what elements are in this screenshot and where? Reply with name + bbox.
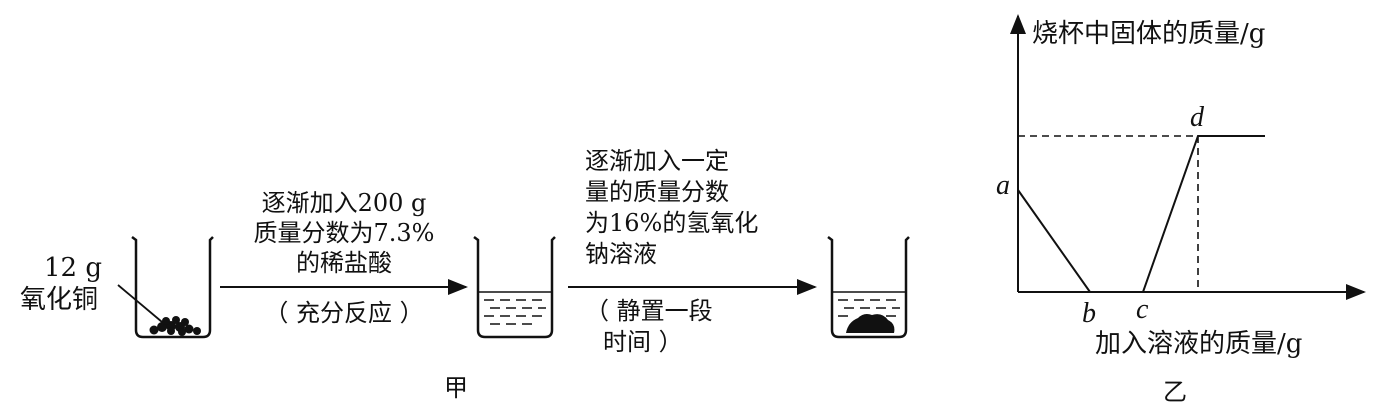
step2-note-line-2: 时间 ） — [603, 328, 683, 356]
beaker-2 — [473, 236, 556, 339]
precipitate — [846, 314, 895, 333]
step1-line-2: 质量分数为7.3% — [253, 219, 435, 247]
solid-mass-curve — [1017, 135, 1265, 293]
point-a-label: a — [996, 170, 1010, 201]
step2-line-1: 逐渐加入一定 — [585, 147, 729, 175]
step2-line-4: 钠溶液 — [585, 240, 657, 268]
step1-description: 逐渐加入200 g 质量分数为7.3% 的稀盐酸 — [228, 188, 460, 278]
x-axis-label: 加入溶液的质量/g — [1095, 329, 1303, 359]
step2-note: （ 静置一段 时间 ） — [585, 296, 785, 358]
point-c-label: c — [1136, 294, 1149, 325]
y-axis-label: 烧杯中固体的质量/g — [1032, 19, 1266, 49]
step2-line-3: 为16%的氢氧化 — [585, 209, 759, 237]
step1-note: （ 充分反应 ） — [264, 299, 424, 327]
sample-mass: 12 g — [44, 253, 102, 283]
beaker-1 — [131, 236, 214, 339]
step2-description: 逐渐加入一定 量的质量分数 为16%的氢氧化 钠溶液 — [585, 146, 785, 270]
graph-yi — [1010, 14, 1366, 300]
step2-line-2: 量的质量分数 — [585, 178, 729, 206]
pointer-line — [117, 284, 169, 328]
sample-name: 氧化铜 — [20, 285, 99, 315]
copper-oxide-solid — [149, 316, 201, 336]
beaker-3 — [827, 236, 910, 339]
step1-line-3: 的稀盐酸 — [296, 249, 392, 277]
figure-label-jia: 甲 — [444, 374, 468, 402]
step2-note-line-1: （ 静置一段 — [585, 297, 713, 325]
figure-label-yi: 乙 — [1163, 378, 1187, 406]
step1-line-1: 逐渐加入200 g — [261, 189, 427, 217]
point-d-label: d — [1190, 102, 1204, 133]
point-b-label: b — [1082, 298, 1096, 329]
